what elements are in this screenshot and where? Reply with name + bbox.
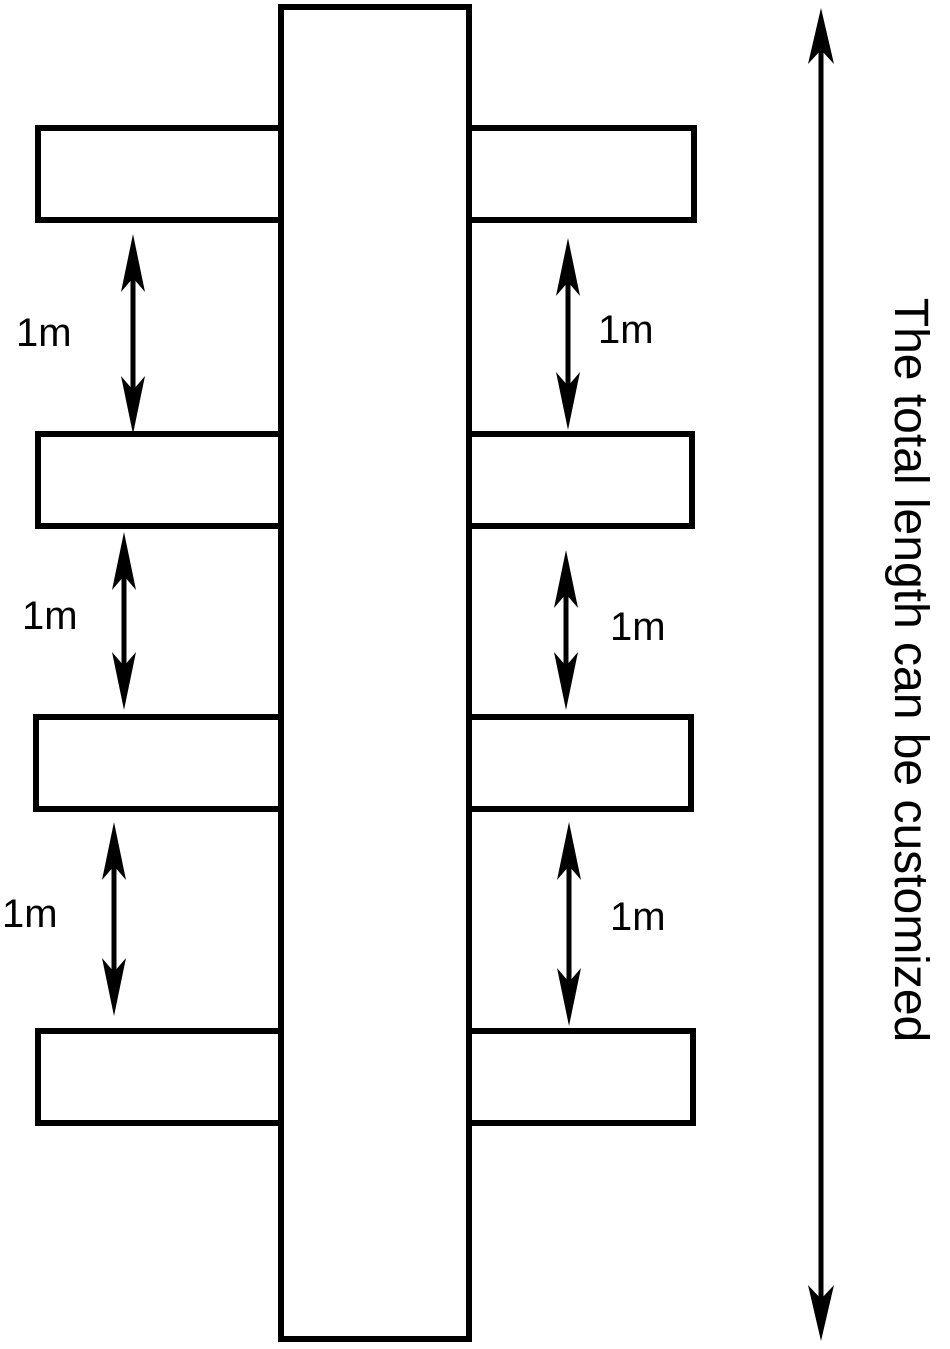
left-rung-4 (35, 1028, 284, 1126)
right-spacing-arrow-3 (557, 822, 581, 1026)
left-spacing-arrow-2 (112, 532, 136, 710)
right-spacing-label-3: 1m (610, 895, 666, 939)
left-rung-2 (35, 431, 284, 529)
right-spacing-arrow-1 (556, 238, 580, 430)
right-spacing-label-2: 1m (610, 605, 666, 649)
left-rung-1 (35, 125, 284, 223)
central-post (278, 4, 472, 1342)
right-spacing-arrow-2 (554, 550, 578, 710)
right-rung-1 (466, 125, 697, 223)
right-rung-3 (466, 714, 694, 812)
left-spacing-arrow-3 (102, 822, 126, 1016)
left-spacing-label-3: 1m (2, 892, 58, 936)
total-length-label: The total length can be customized (884, 298, 937, 1042)
total-length-arrow (808, 8, 834, 1341)
left-spacing-arrow-1 (121, 234, 145, 434)
left-spacing-label-2: 1m (22, 594, 78, 638)
right-spacing-label-1: 1m (598, 308, 654, 352)
right-rung-4 (466, 1028, 696, 1126)
left-spacing-label-1: 1m (16, 311, 72, 355)
left-rung-3 (33, 714, 284, 812)
right-rung-2 (466, 431, 695, 529)
